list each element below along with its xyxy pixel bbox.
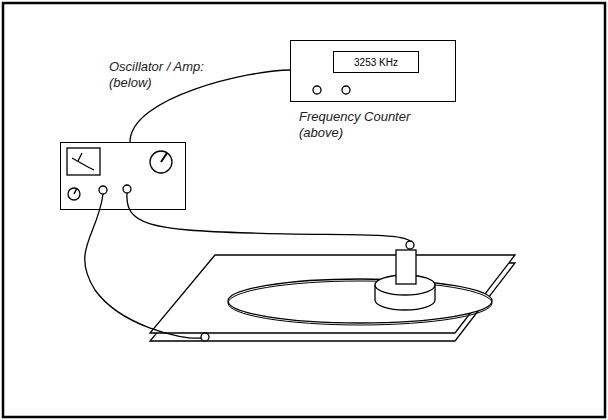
small-knob bbox=[68, 188, 80, 200]
transducer-block bbox=[396, 250, 416, 284]
meter-window bbox=[67, 148, 100, 175]
dial-knob bbox=[150, 151, 172, 173]
counter-button bbox=[342, 86, 350, 94]
signal-cable bbox=[130, 70, 290, 142]
disk-plate bbox=[228, 279, 492, 323]
counter-button bbox=[313, 86, 321, 94]
signal-wire bbox=[127, 193, 410, 241]
top-plate bbox=[150, 255, 515, 333]
terminal bbox=[123, 185, 131, 193]
display-window: 3253 KHz bbox=[333, 51, 419, 73]
disk-edge bbox=[228, 281, 492, 325]
knob-pointer bbox=[74, 188, 77, 194]
ground-wire bbox=[85, 194, 201, 338]
terminal bbox=[201, 333, 209, 341]
frame-border bbox=[3, 3, 605, 417]
meter-needle bbox=[72, 158, 94, 170]
oscillator-box: Oscillator / Amp: (below) bbox=[60, 142, 186, 210]
device-label: Oscillator / Amp: (below) bbox=[109, 59, 237, 91]
meter-needle bbox=[78, 153, 82, 161]
dial-pointer bbox=[161, 153, 167, 162]
device-label: Frequency Counter (above) bbox=[299, 109, 434, 141]
terminal bbox=[99, 186, 107, 194]
frequency-counter-box: Frequency Counter (above)3253 KHz bbox=[290, 40, 456, 102]
terminal bbox=[406, 241, 414, 249]
display-readout: 3253 KHz bbox=[354, 57, 398, 68]
